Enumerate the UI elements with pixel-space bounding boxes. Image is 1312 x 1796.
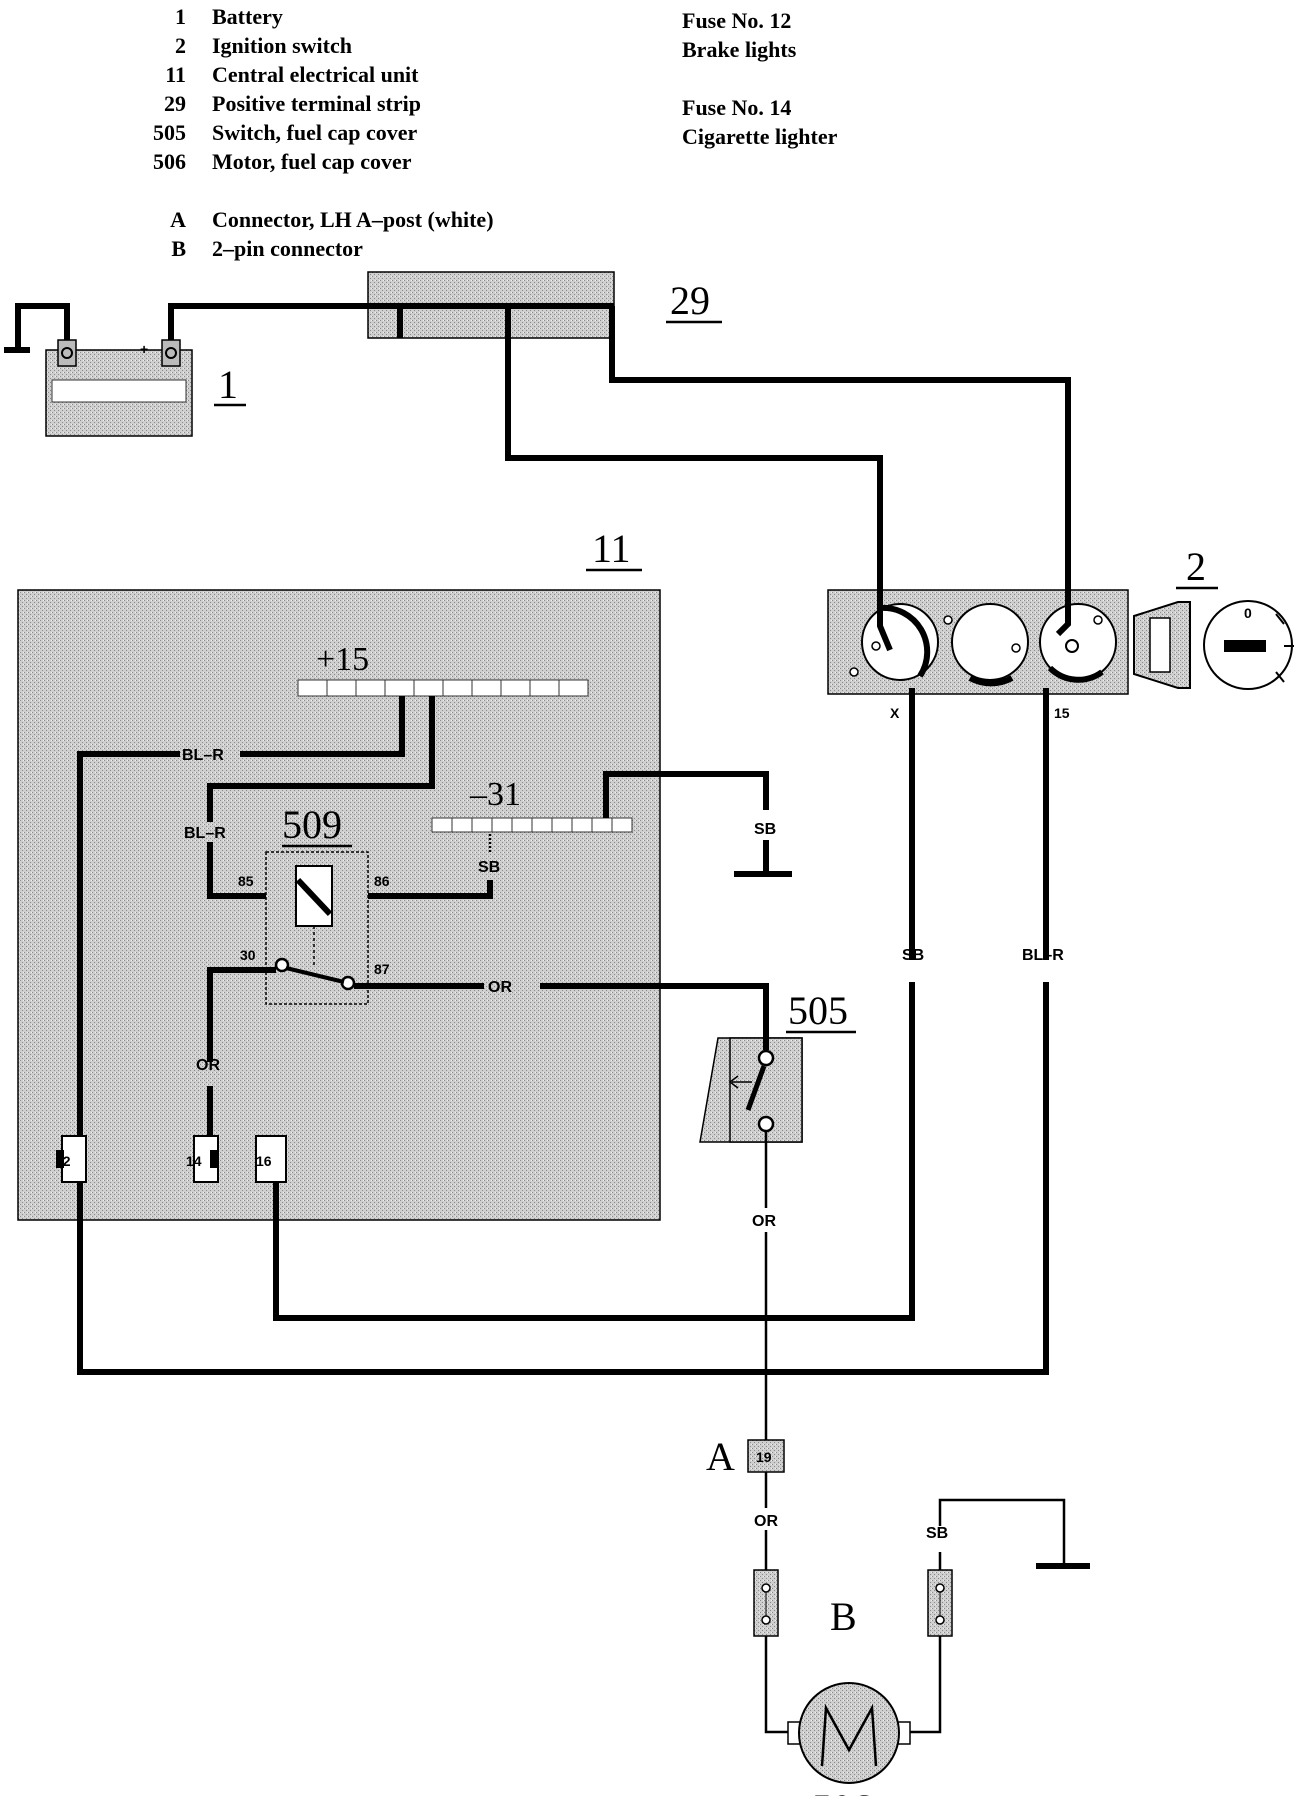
wire-label-bl-r-2: BL–R: [184, 825, 226, 842]
legend-num-506: 506: [153, 149, 186, 174]
motor-circuit: 19 A B 506: [706, 1132, 1090, 1796]
relay-pin-86: 86: [374, 873, 390, 889]
fuse-14-text: Cigarette lighter: [682, 124, 838, 149]
svg-text:+: +: [140, 341, 148, 357]
fuse-tab-14-label: 14: [186, 1153, 202, 1169]
legend-num-29: 29: [164, 91, 186, 116]
terminal-strip-number: 29: [670, 278, 710, 323]
wire-label-or-1: OR: [488, 979, 512, 996]
ground-symbol-battery: [4, 303, 70, 353]
plus15-bus: +15: [297, 641, 589, 697]
legend-text-29: Positive terminal strip: [212, 91, 421, 116]
fuse-tab-16-label: 16: [256, 1153, 272, 1169]
connector-code-a: A: [170, 207, 186, 232]
relay-pin-30: 30: [240, 947, 256, 963]
legend-num-11: 11: [165, 62, 186, 87]
fuse-tab-14: 14: [186, 1135, 219, 1183]
ignition-switch-number: 2: [1186, 544, 1206, 589]
legend-num-505: 505: [153, 120, 186, 145]
fuse-14-title: Fuse No. 14: [682, 95, 791, 120]
wire-label-bl-r-1: BL–R: [182, 747, 224, 764]
legend-text-505: Switch, fuel cap cover: [212, 120, 418, 145]
minus31-bus: –31: [431, 776, 633, 833]
fuel-cap-switch: 505: [699, 988, 856, 1143]
fuse-12-title: Fuse No. 12: [682, 8, 791, 33]
wire-label-sb-2: SB: [478, 859, 500, 876]
wire-label-or-4: OR: [754, 1513, 778, 1530]
fuse-tab-12: 12: [55, 1135, 87, 1183]
legend-text-11: Central electrical unit: [212, 62, 419, 87]
connector-b-label: B: [830, 1594, 857, 1639]
wire-label-sb-4: SB: [926, 1525, 948, 1542]
battery-number: 1: [218, 362, 238, 407]
relay-pin-87: 87: [374, 961, 390, 977]
connector-code-b: B: [171, 236, 186, 261]
fuse-tab-16: 16: [255, 1135, 287, 1183]
wire-label-bl-r-3: BL–R: [1022, 947, 1064, 964]
connector-a-label: A: [706, 1434, 735, 1479]
legend-text-2: Ignition switch: [212, 33, 352, 58]
legend-num-2: 2: [175, 33, 186, 58]
wire-label-or-2: OR: [196, 1057, 220, 1074]
fuel-cap-switch-number: 505: [788, 988, 848, 1033]
legend-text-1: Battery: [212, 4, 283, 29]
minus31-label: –31: [469, 776, 521, 813]
relay-number: 509: [282, 802, 342, 847]
wire-label-sb-1: SB: [754, 821, 776, 838]
wire-harness: [77, 303, 1071, 1375]
battery: + 1: [45, 339, 246, 437]
fuse-tab-12-label: 12: [55, 1153, 71, 1169]
legend: 1 Battery 2 Ignition switch 11 Central e…: [153, 4, 838, 261]
relay-509: 509 85 86 30 87: [238, 802, 390, 1005]
legend-text-506: Motor, fuel cap cover: [212, 149, 412, 174]
fuel-cap-motor-number: 506: [812, 1786, 872, 1796]
wire-label-or-3: OR: [752, 1213, 776, 1230]
ignition-switch: X 15 0 2: [827, 544, 1294, 721]
connector-text-a: Connector, LH A–post (white): [212, 207, 494, 232]
fuse-12-text: Brake lights: [682, 37, 797, 62]
relay-pin-85: 85: [238, 873, 254, 889]
svg-text:0: 0: [1244, 605, 1252, 621]
wire-labels: BL–R BL–R BL–R SB SB SB SB OR OR OR OR: [182, 747, 1064, 1542]
connector-a-pin: 19: [756, 1449, 772, 1465]
ignition-terminal-15: 15: [1054, 705, 1070, 721]
central-electrical-unit: 11 +15 –31: [17, 526, 661, 1221]
ignition-terminal-x: X: [890, 705, 900, 721]
central-unit-number: 11: [592, 526, 631, 571]
wire-label-sb-3: SB: [902, 947, 924, 964]
connector-text-b: 2–pin connector: [212, 236, 363, 261]
legend-num-1: 1: [175, 4, 186, 29]
plus15-label: +15: [316, 641, 369, 678]
